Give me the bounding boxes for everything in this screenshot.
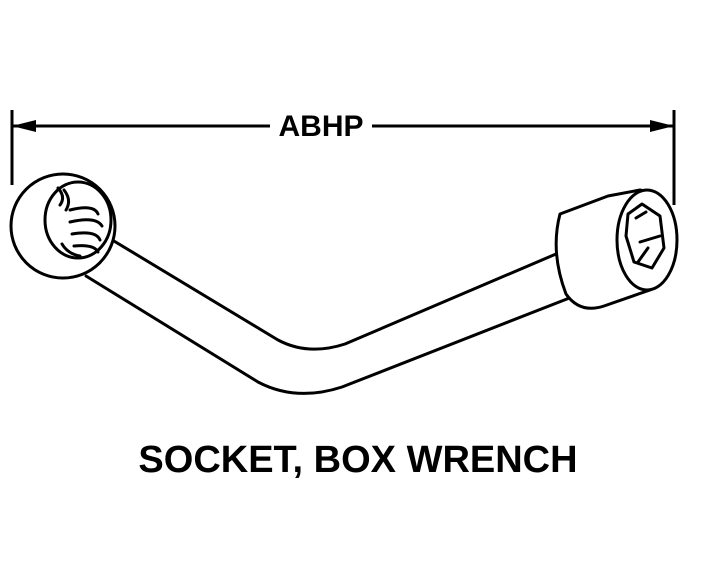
- socket-hex-detail: [634, 210, 662, 264]
- wrench-handle-lower-edge: [84, 274, 574, 395]
- dimension-label: ABHP: [278, 110, 363, 143]
- wrench-handle: [102, 233, 558, 351]
- dimension: [10, 110, 676, 205]
- wrench-drawing: [9, 172, 679, 395]
- diagram-caption: SOCKET, BOX WRENCH: [138, 439, 577, 481]
- socket-hex-opening: [624, 202, 666, 270]
- box-end-teeth: [56, 186, 104, 258]
